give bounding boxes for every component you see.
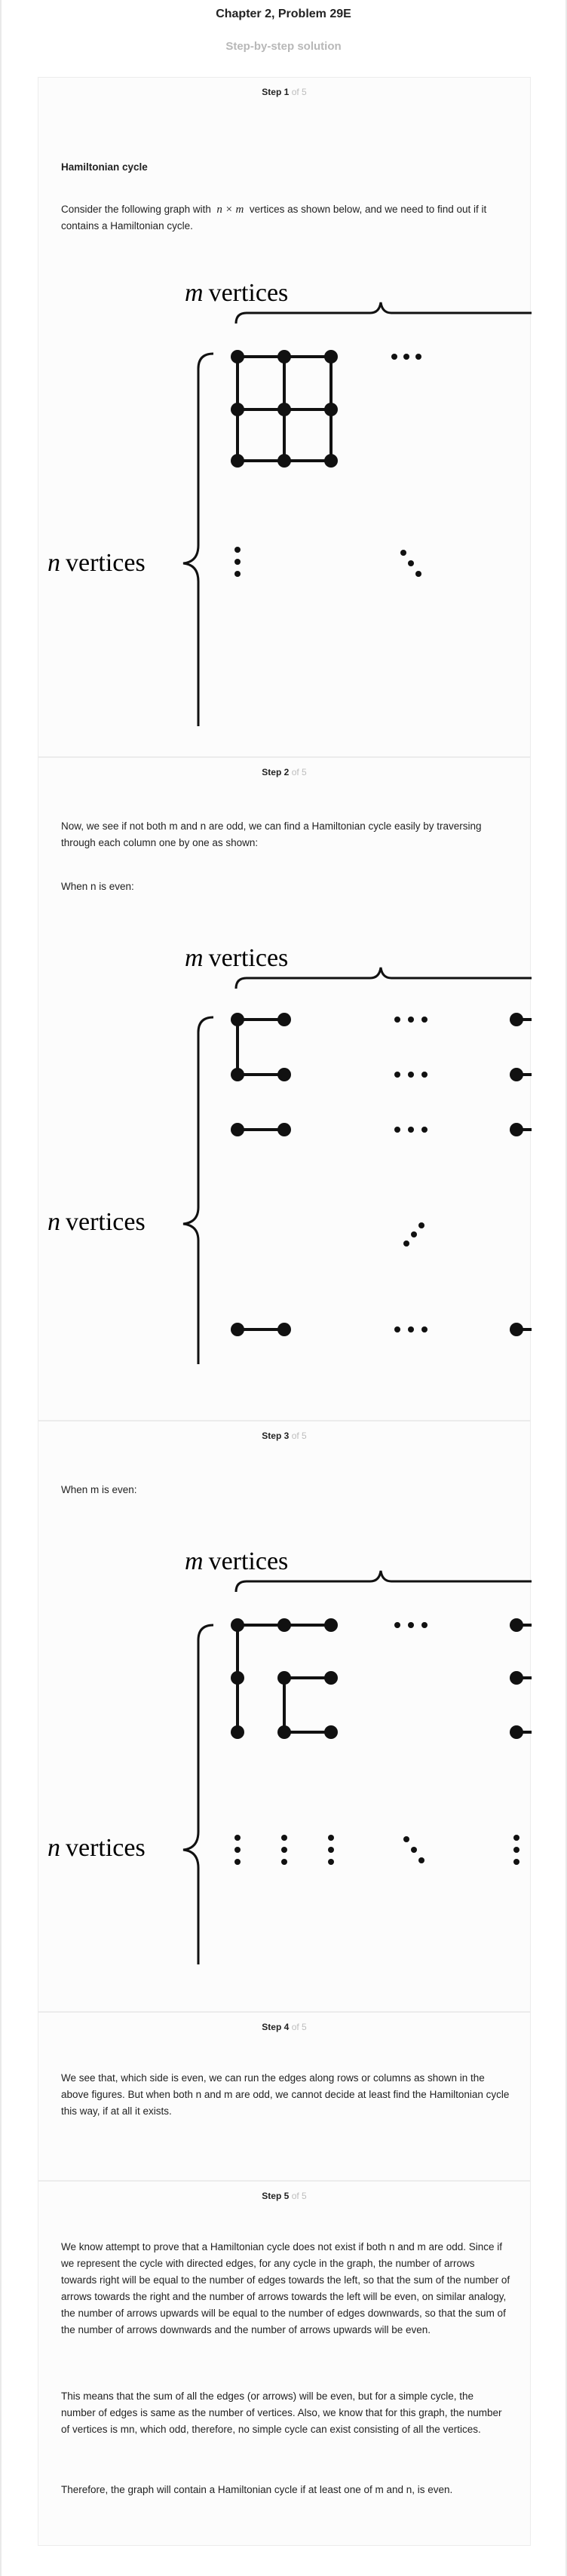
step-2-paragraph-1: Now, we see if not both m and n are odd,… bbox=[61, 820, 482, 848]
step-5-header: Step 5 of 5 bbox=[38, 2191, 530, 2201]
step-of-total: of 5 bbox=[291, 2022, 307, 2032]
ellipsis-dots bbox=[394, 1017, 428, 1332]
step-2-card: Step 2 of 5 Now, we see if not both m an… bbox=[38, 757, 532, 1421]
step-4-card: Step 4 of 5 We see that, which side is e… bbox=[38, 2012, 531, 2181]
m-vertices-word: vertices bbox=[209, 1547, 289, 1575]
top-brace bbox=[234, 967, 532, 989]
step-1-text-b: vertices as shown below, and we need to … bbox=[61, 204, 487, 232]
step-1-text: Consider the following graph with n × m … bbox=[61, 201, 510, 235]
n-vertices-word: vertices bbox=[66, 549, 146, 577]
n-vertices-word: vertices bbox=[66, 1834, 146, 1862]
step-2-paragraph-2: When n is even: bbox=[61, 881, 134, 892]
step-of-total: of 5 bbox=[291, 87, 307, 97]
step-of-total: of 5 bbox=[291, 2191, 307, 2201]
step-word: Step bbox=[262, 2022, 282, 2032]
ellipsis-dots bbox=[234, 1622, 519, 1865]
page-subtitle: Step-by-step solution bbox=[225, 40, 342, 53]
step-1-card: Step 1 of 5 Hamiltonian cycle Consider t… bbox=[38, 77, 532, 757]
step-number: 4 bbox=[284, 2022, 290, 2032]
page-title: Chapter 2, Problem 29E bbox=[216, 8, 351, 20]
m-vertices-word: vertices bbox=[209, 279, 289, 307]
step-of-total: of 5 bbox=[291, 767, 307, 777]
step-of-total: of 5 bbox=[291, 1431, 307, 1441]
step-3-paragraph-1: When m is even: bbox=[61, 1484, 137, 1495]
top-brace bbox=[234, 302, 532, 324]
step-word: Step bbox=[262, 87, 282, 97]
step-number: 3 bbox=[284, 1431, 290, 1441]
step-5-card: Step 5 of 5 We know attempt to prove tha… bbox=[38, 2181, 531, 2546]
n-var: n bbox=[48, 549, 60, 577]
n-var: n bbox=[48, 1834, 60, 1862]
side-brace bbox=[182, 352, 214, 726]
top-brace bbox=[234, 1570, 532, 1593]
step-1-text-a: Consider the following graph with bbox=[61, 204, 211, 215]
path-vertices bbox=[231, 1618, 523, 1739]
n-var: n bbox=[48, 1208, 60, 1236]
n-vertices-word: vertices bbox=[66, 1208, 146, 1236]
step-4-paragraph-1: We see that, which side is even, we can … bbox=[61, 2072, 510, 2117]
step-3-header: Step 3 of 5 bbox=[38, 1431, 530, 1441]
step-1-math: n × m bbox=[216, 204, 244, 216]
step-2-header: Step 2 of 5 bbox=[38, 767, 530, 777]
m-var: m bbox=[185, 279, 204, 307]
m-vertices-word: vertices bbox=[209, 944, 289, 972]
ellipsis-dots bbox=[234, 354, 421, 577]
step-5-paragraph-3: Therefore, the graph will contain a Hami… bbox=[61, 2484, 453, 2495]
step-number: 2 bbox=[284, 767, 290, 777]
side-brace bbox=[182, 1624, 214, 1964]
step-word: Step bbox=[262, 2191, 282, 2201]
path-edges bbox=[236, 1018, 532, 1331]
grid-vertices bbox=[231, 350, 338, 468]
step-number: 1 bbox=[284, 87, 290, 97]
step-1-heading: Hamiltonian cycle bbox=[61, 161, 148, 173]
step-4-header: Step 4 of 5 bbox=[38, 2022, 530, 2032]
step-number: 5 bbox=[284, 2191, 290, 2201]
side-brace bbox=[182, 1016, 214, 1364]
step-word: Step bbox=[262, 1431, 282, 1441]
step-5-paragraph-1: We know attempt to prove that a Hamilton… bbox=[61, 2241, 510, 2335]
m-var: m bbox=[185, 944, 204, 972]
step-1-header: Step 1 of 5 bbox=[38, 87, 530, 97]
step-word: Step bbox=[262, 767, 282, 777]
m-var: m bbox=[185, 1547, 204, 1575]
step-5-paragraph-2: This means that the sum of all the edges… bbox=[61, 2390, 502, 2435]
path-vertices bbox=[231, 1013, 523, 1336]
